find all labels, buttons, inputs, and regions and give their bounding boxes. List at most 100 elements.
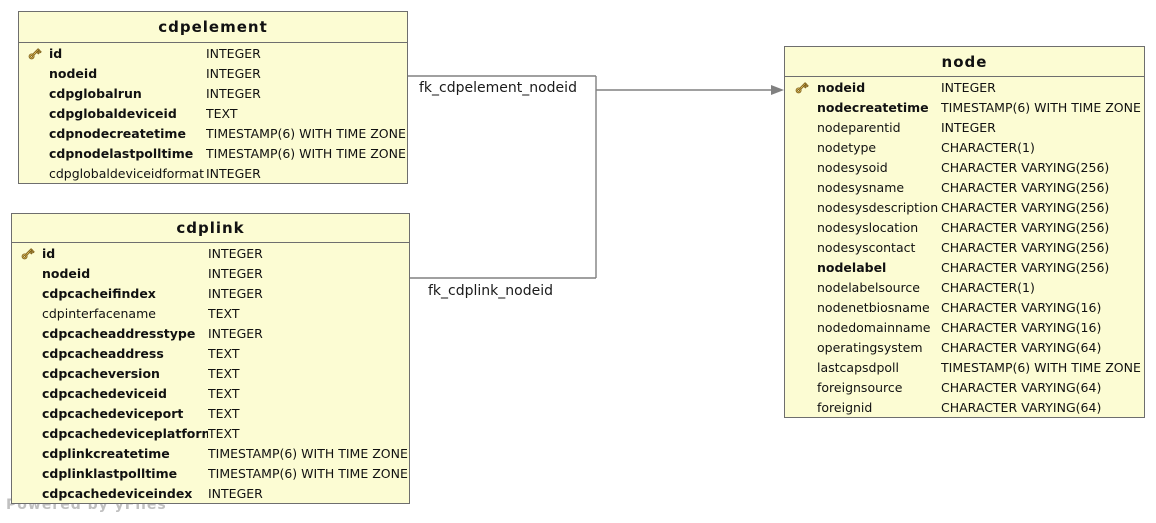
key-gutter <box>12 463 42 483</box>
column-type: CHARACTER(1) <box>941 279 1035 295</box>
column-name: nodedomainname <box>817 319 931 335</box>
key-gutter <box>12 343 42 363</box>
key-gutter <box>785 257 817 277</box>
table-row: nodesysname CHARACTER VARYING(256) <box>785 177 1144 197</box>
column-type: INTEGER <box>208 485 263 501</box>
table-title: cdplink <box>176 219 245 237</box>
column-name: nodenetbiosname <box>817 299 930 315</box>
column-type: INTEGER <box>206 65 261 81</box>
key-gutter <box>785 357 817 377</box>
column-name: foreignsource <box>817 379 903 395</box>
table-header: cdplink <box>12 214 409 243</box>
column-type: CHARACTER VARYING(256) <box>941 259 1110 275</box>
table-row: nodeparentid INTEGER <box>785 117 1144 137</box>
table-row: nodelabel CHARACTER VARYING(256) <box>785 257 1144 277</box>
column-type: CHARACTER VARYING(64) <box>941 379 1102 395</box>
key-gutter <box>19 83 49 103</box>
column-type: CHARACTER VARYING(256) <box>941 199 1110 215</box>
column-type: CHARACTER VARYING(256) <box>941 239 1110 255</box>
primary-key-icon <box>12 243 42 263</box>
column-type: TEXT <box>208 405 240 421</box>
column-name: operatingsystem <box>817 339 923 355</box>
key-gutter <box>785 157 817 177</box>
table-row: nodeid INTEGER <box>785 77 1144 97</box>
column-type: CHARACTER VARYING(64) <box>941 339 1102 355</box>
column-type: INTEGER <box>941 119 996 135</box>
key-gutter <box>785 197 817 217</box>
column-type: TEXT <box>208 385 240 401</box>
column-name: nodeid <box>42 265 91 281</box>
column-type: TEXT <box>208 305 240 321</box>
column-name: nodesysdescription <box>817 199 939 215</box>
key-gutter <box>12 263 42 283</box>
primary-key-icon <box>19 43 49 63</box>
column-name: cdplinkcreatetime <box>42 445 170 461</box>
column-type: INTEGER <box>941 79 996 95</box>
column-name: nodesysname <box>817 179 905 195</box>
column-type: INTEGER <box>206 85 261 101</box>
column-name: cdpcachedeviceplatform <box>42 425 208 441</box>
table-header: node <box>785 47 1144 77</box>
key-gutter <box>12 483 42 503</box>
table-row: cdplinkcreatetime TIMESTAMP(6) WITH TIME … <box>12 443 409 463</box>
arrowhead-icon <box>771 85 784 95</box>
key-gutter <box>785 277 817 297</box>
key-gutter <box>12 323 42 343</box>
column-name: nodeid <box>817 79 866 95</box>
column-type: TEXT <box>208 365 240 381</box>
column-name: nodecreatetime <box>817 99 929 115</box>
column-type: CHARACTER VARYING(256) <box>941 179 1110 195</box>
key-gutter <box>19 163 49 183</box>
primary-key-icon <box>785 77 817 97</box>
column-name: nodesysoid <box>817 159 888 175</box>
column-type: TIMESTAMP(6) WITH TIME ZONE <box>208 465 408 481</box>
key-gutter <box>12 283 42 303</box>
column-type: CHARACTER VARYING(16) <box>941 299 1102 315</box>
table-row: nodenetbiosname CHARACTER VARYING(16) <box>785 297 1144 317</box>
key-gutter <box>12 423 42 443</box>
key-gutter <box>12 363 42 383</box>
column-type: CHARACTER(1) <box>941 139 1035 155</box>
column-type: CHARACTER VARYING(256) <box>941 159 1110 175</box>
key-gutter <box>785 337 817 357</box>
table-header: cdpelement <box>19 12 407 43</box>
key-gutter <box>12 443 42 463</box>
key-gutter <box>785 297 817 317</box>
table-title: node <box>941 52 988 71</box>
key-gutter <box>785 237 817 257</box>
column-name: nodelabelsource <box>817 279 920 295</box>
column-type: INTEGER <box>208 325 263 341</box>
column-type: TIMESTAMP(6) WITH TIME ZONE <box>208 445 408 461</box>
key-gutter <box>785 97 817 117</box>
column-name: nodelabel <box>817 259 887 275</box>
table-row: nodesysoid CHARACTER VARYING(256) <box>785 157 1144 177</box>
key-gutter <box>12 403 42 423</box>
column-name: nodeparentid <box>817 119 901 135</box>
column-name: nodesyscontact <box>817 239 916 255</box>
key-gutter <box>785 137 817 157</box>
edge-label-fk-cdpelement-nodeid: fk_cdpelement_nodeid <box>419 80 577 96</box>
